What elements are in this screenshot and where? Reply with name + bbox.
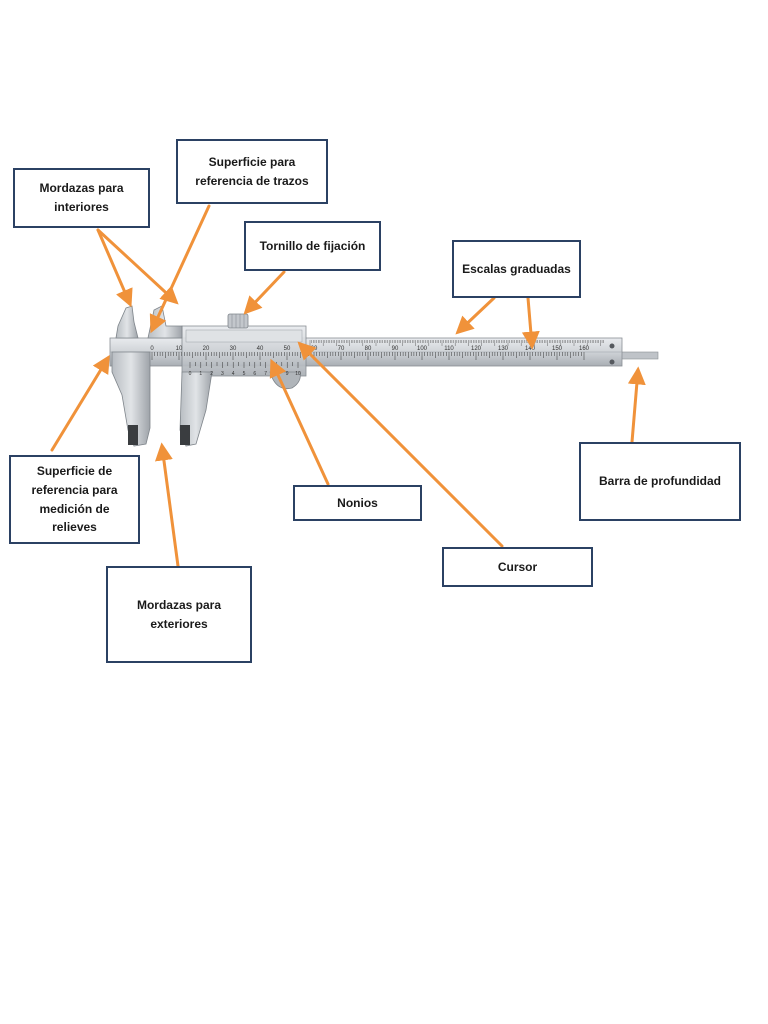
arrow-escalas-1	[455, 296, 496, 335]
label-line: Tornillo de fijación	[259, 238, 366, 253]
vernier-number: 6	[253, 371, 256, 377]
main-scale-number: 70	[338, 346, 345, 352]
main-scale-number: 60	[311, 346, 318, 352]
vernier-number: 0	[189, 371, 192, 377]
arrow-cursor	[297, 341, 504, 548]
label-line: Superficie de	[36, 464, 113, 479]
label-line: referencia de trazos	[195, 173, 309, 188]
arrow-escalas-2	[521, 296, 540, 350]
main-scale	[151, 340, 604, 360]
vernier-number: 10	[295, 371, 301, 377]
main-scale-number: 130	[498, 346, 509, 352]
arrow-relieves	[50, 354, 110, 452]
fixed-jaw-outside	[111, 351, 151, 447]
label-cursor: Cursor	[442, 547, 593, 587]
label-line: exteriores	[150, 616, 208, 631]
arrow-inner-jaw-2	[96, 228, 179, 305]
label-line: Escalas graduadas	[462, 261, 571, 276]
main-scale-number: 10	[176, 346, 183, 352]
label-barra: Barra de profundidad	[579, 442, 741, 521]
arrow-barra	[627, 366, 646, 444]
main-scale-number: 140	[525, 346, 536, 352]
label-line: medición de	[39, 501, 110, 516]
locking-screw	[227, 313, 249, 329]
vernier-number: 1	[199, 371, 202, 377]
fixed-jaw-inside	[115, 305, 139, 339]
pointer-arrows	[50, 204, 646, 568]
main-scale-number: 0	[150, 346, 154, 352]
main-scale-number: 120	[471, 346, 482, 352]
label-mordazas-interiores: Mordazas para interiores	[13, 168, 150, 228]
vernier-number: 4	[232, 371, 235, 377]
main-scale-number: 100	[417, 346, 428, 352]
main-scale-number: 110	[444, 346, 454, 352]
label-line: Mordazas para	[136, 597, 222, 612]
arrow-inner-jaw-1	[96, 228, 133, 308]
main-scale-number: 150	[552, 346, 563, 352]
main-scale-number: 40	[257, 346, 264, 352]
label-mordazas-exteriores: Mordazas para exteriores	[106, 566, 252, 663]
vernier-number: 5	[243, 371, 246, 377]
vernier-number: 2	[210, 371, 213, 377]
label-line: Barra de profundidad	[598, 474, 721, 489]
main-scale-number: 160	[579, 346, 590, 352]
main-scale-number: 30	[230, 346, 237, 352]
vernier-number: 3	[221, 371, 224, 377]
main-scale-number: 80	[365, 346, 372, 352]
arrow-tornillo	[243, 270, 286, 315]
vernier-number: 9	[286, 371, 289, 377]
label-line: interiores	[54, 200, 109, 214]
arrow-nonios	[269, 358, 330, 486]
vernier-number: 7	[264, 371, 267, 377]
arrow-exteriores	[154, 442, 180, 568]
label-line: relieves	[52, 520, 97, 535]
label-line: Mordazas para	[39, 181, 124, 196]
label-line: referencia para	[31, 482, 118, 497]
label-line: Nonios	[337, 495, 378, 510]
main-scale-number: 50	[284, 346, 291, 352]
label-line: Superficie para	[208, 154, 296, 169]
label-line: Cursor	[497, 559, 538, 574]
main-scale-number: 20	[203, 346, 210, 352]
main-scale-number: 90	[392, 346, 399, 352]
label-tornillo: Tornillo de fijación	[244, 221, 381, 271]
label-superficie-relieves: Superficie de referencia para medición de r…	[9, 455, 140, 544]
label-escalas: Escalas graduadas	[452, 240, 581, 298]
label-superficie-trazos: Superficie para referencia de trazos	[176, 139, 328, 204]
arrow-trazos	[149, 204, 211, 334]
label-nonios: Nonios	[293, 485, 422, 521]
